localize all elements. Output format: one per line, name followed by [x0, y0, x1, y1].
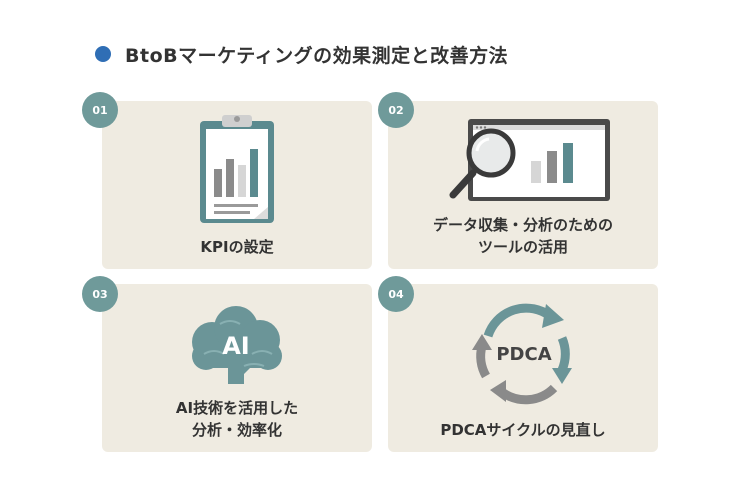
- card-kpi: KPIの設定: [102, 101, 372, 269]
- ai-label: AI: [222, 332, 250, 360]
- card-number-badge: 01: [82, 92, 118, 128]
- ai-cloud-brain-icon: AI: [192, 306, 282, 384]
- pdca-cycle-icon: PDCA: [472, 303, 572, 405]
- card-label: PDCAサイクルの見直し: [440, 421, 606, 439]
- card-label: KPIの設定: [200, 238, 274, 256]
- page-title: BtoBマーケティングの効果測定と改善方法: [125, 44, 509, 67]
- card-number-badge: 04: [378, 276, 414, 312]
- page-title-row: BtoBマーケティングの効果測定と改善方法: [95, 40, 508, 68]
- clipboard-chart-icon: [200, 115, 274, 223]
- pdca-label: PDCA: [496, 344, 551, 365]
- card-pdca: PDCA PDCAサイクルの見直し: [388, 284, 658, 452]
- card-label: AI技術を活用した 分析・効率化: [175, 399, 299, 439]
- monitor-magnifier-icon: [449, 119, 610, 201]
- card-data-tools: データ収集・分析のための ツールの活用: [388, 101, 658, 269]
- card-label: データ収集・分析のための ツールの活用: [432, 216, 613, 256]
- card-number-badge: 02: [378, 92, 414, 128]
- card-number-badge: 03: [82, 276, 118, 312]
- title-bullet-dot: [95, 46, 111, 62]
- card-ai: AI AI技術を活用した 分析・効率化: [102, 284, 372, 452]
